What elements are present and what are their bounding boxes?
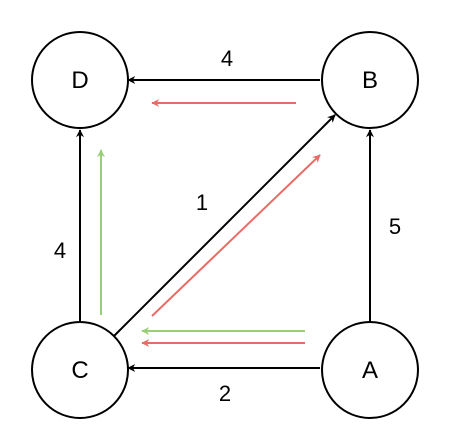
edge-weight-c-d: 4 bbox=[54, 238, 66, 263]
node-c: C bbox=[31, 321, 129, 419]
edge-weight-b-d: 4 bbox=[221, 46, 233, 71]
node-label-b: B bbox=[362, 67, 378, 94]
node-d: D bbox=[31, 31, 129, 129]
edge-weight-a-b: 5 bbox=[389, 214, 401, 239]
red-path-c-b-arrow bbox=[151, 154, 321, 317]
edge-weight-c-b: 1 bbox=[196, 190, 208, 215]
node-label-c: C bbox=[71, 357, 88, 384]
edge-weight-a-c: 2 bbox=[219, 381, 231, 406]
node-a: A bbox=[321, 321, 419, 419]
edge-c-b bbox=[113, 114, 336, 337]
node-label-a: A bbox=[362, 357, 378, 384]
node-label-d: D bbox=[71, 67, 88, 94]
node-b: B bbox=[321, 31, 419, 129]
